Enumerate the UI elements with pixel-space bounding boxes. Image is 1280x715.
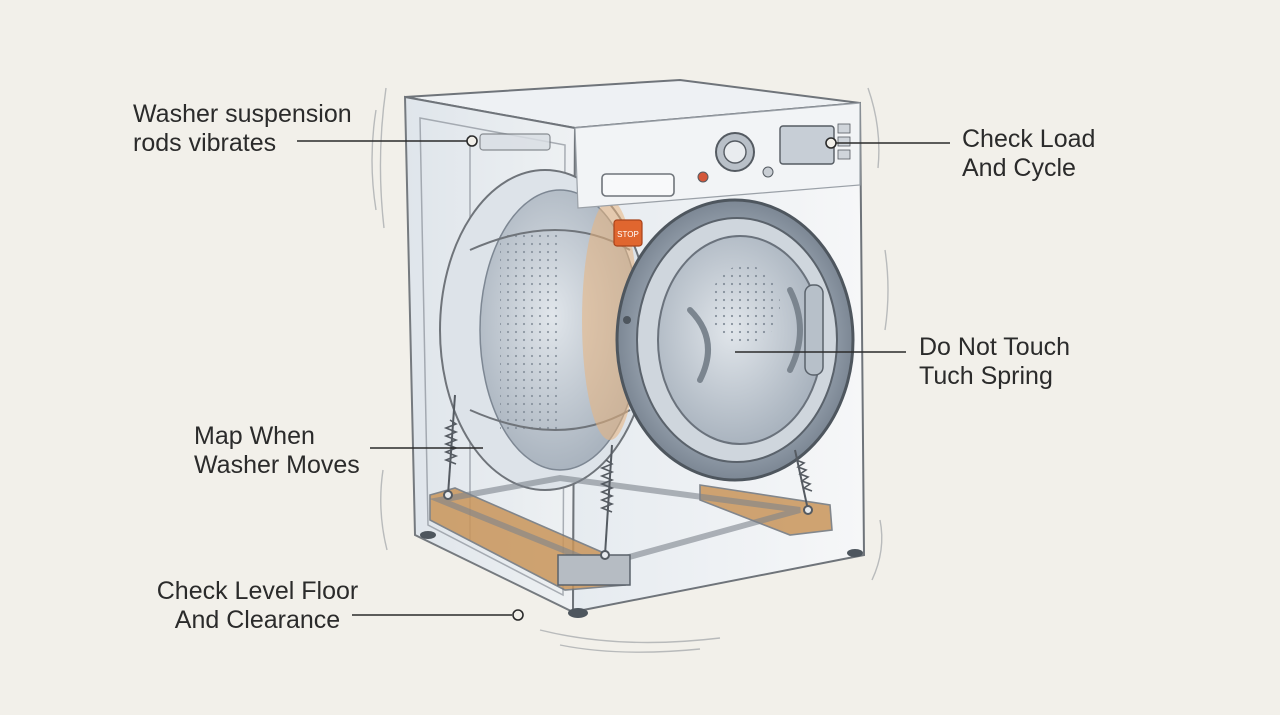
callout-tuch-spring-line2: Tuch Spring: [919, 362, 1053, 390]
door-handle: [804, 284, 824, 376]
callout-tuch-spring-line1: Do Not Touch: [919, 333, 1071, 361]
callout-level-floor-line2: And Clearance: [174, 606, 341, 634]
callout-suspension-rods: Washer suspension rods vibrates: [133, 100, 352, 158]
callout-map-moves-line1: Map When: [194, 422, 315, 450]
callout-map-moves-line2: Washer Moves: [194, 451, 360, 479]
vibration-lines: [371, 87, 889, 653]
callout-load-cycle-line2: And Cycle: [962, 154, 1076, 182]
door-assembly: [615, 198, 855, 482]
callout-suspension-rods-line2: rods vibrates: [133, 129, 277, 157]
callout-level-floor-line1: Check Level Floor: [156, 577, 359, 605]
control-panel: [479, 102, 861, 209]
callout-load-cycle-line1: Check Load: [962, 125, 1096, 153]
callout-suspension-rods-line1: Washer suspension: [133, 100, 352, 128]
callout-tuch-spring: Do Not Touch Tuch Spring: [919, 333, 1070, 391]
stop-button-label: STOP: [617, 230, 639, 239]
detergent-drawer: [601, 173, 675, 197]
stop-button: STOP: [613, 219, 643, 247]
callout-load-cycle: Check Load And Cycle: [962, 125, 1095, 183]
callout-level-floor: Check Level Floor And Clearance: [150, 577, 365, 635]
callout-map-moves: Map When Washer Moves: [194, 422, 360, 480]
callout-leader-lines: [297, 135, 950, 621]
base-frame: [420, 474, 863, 618]
suspension-springs: [443, 394, 813, 560]
